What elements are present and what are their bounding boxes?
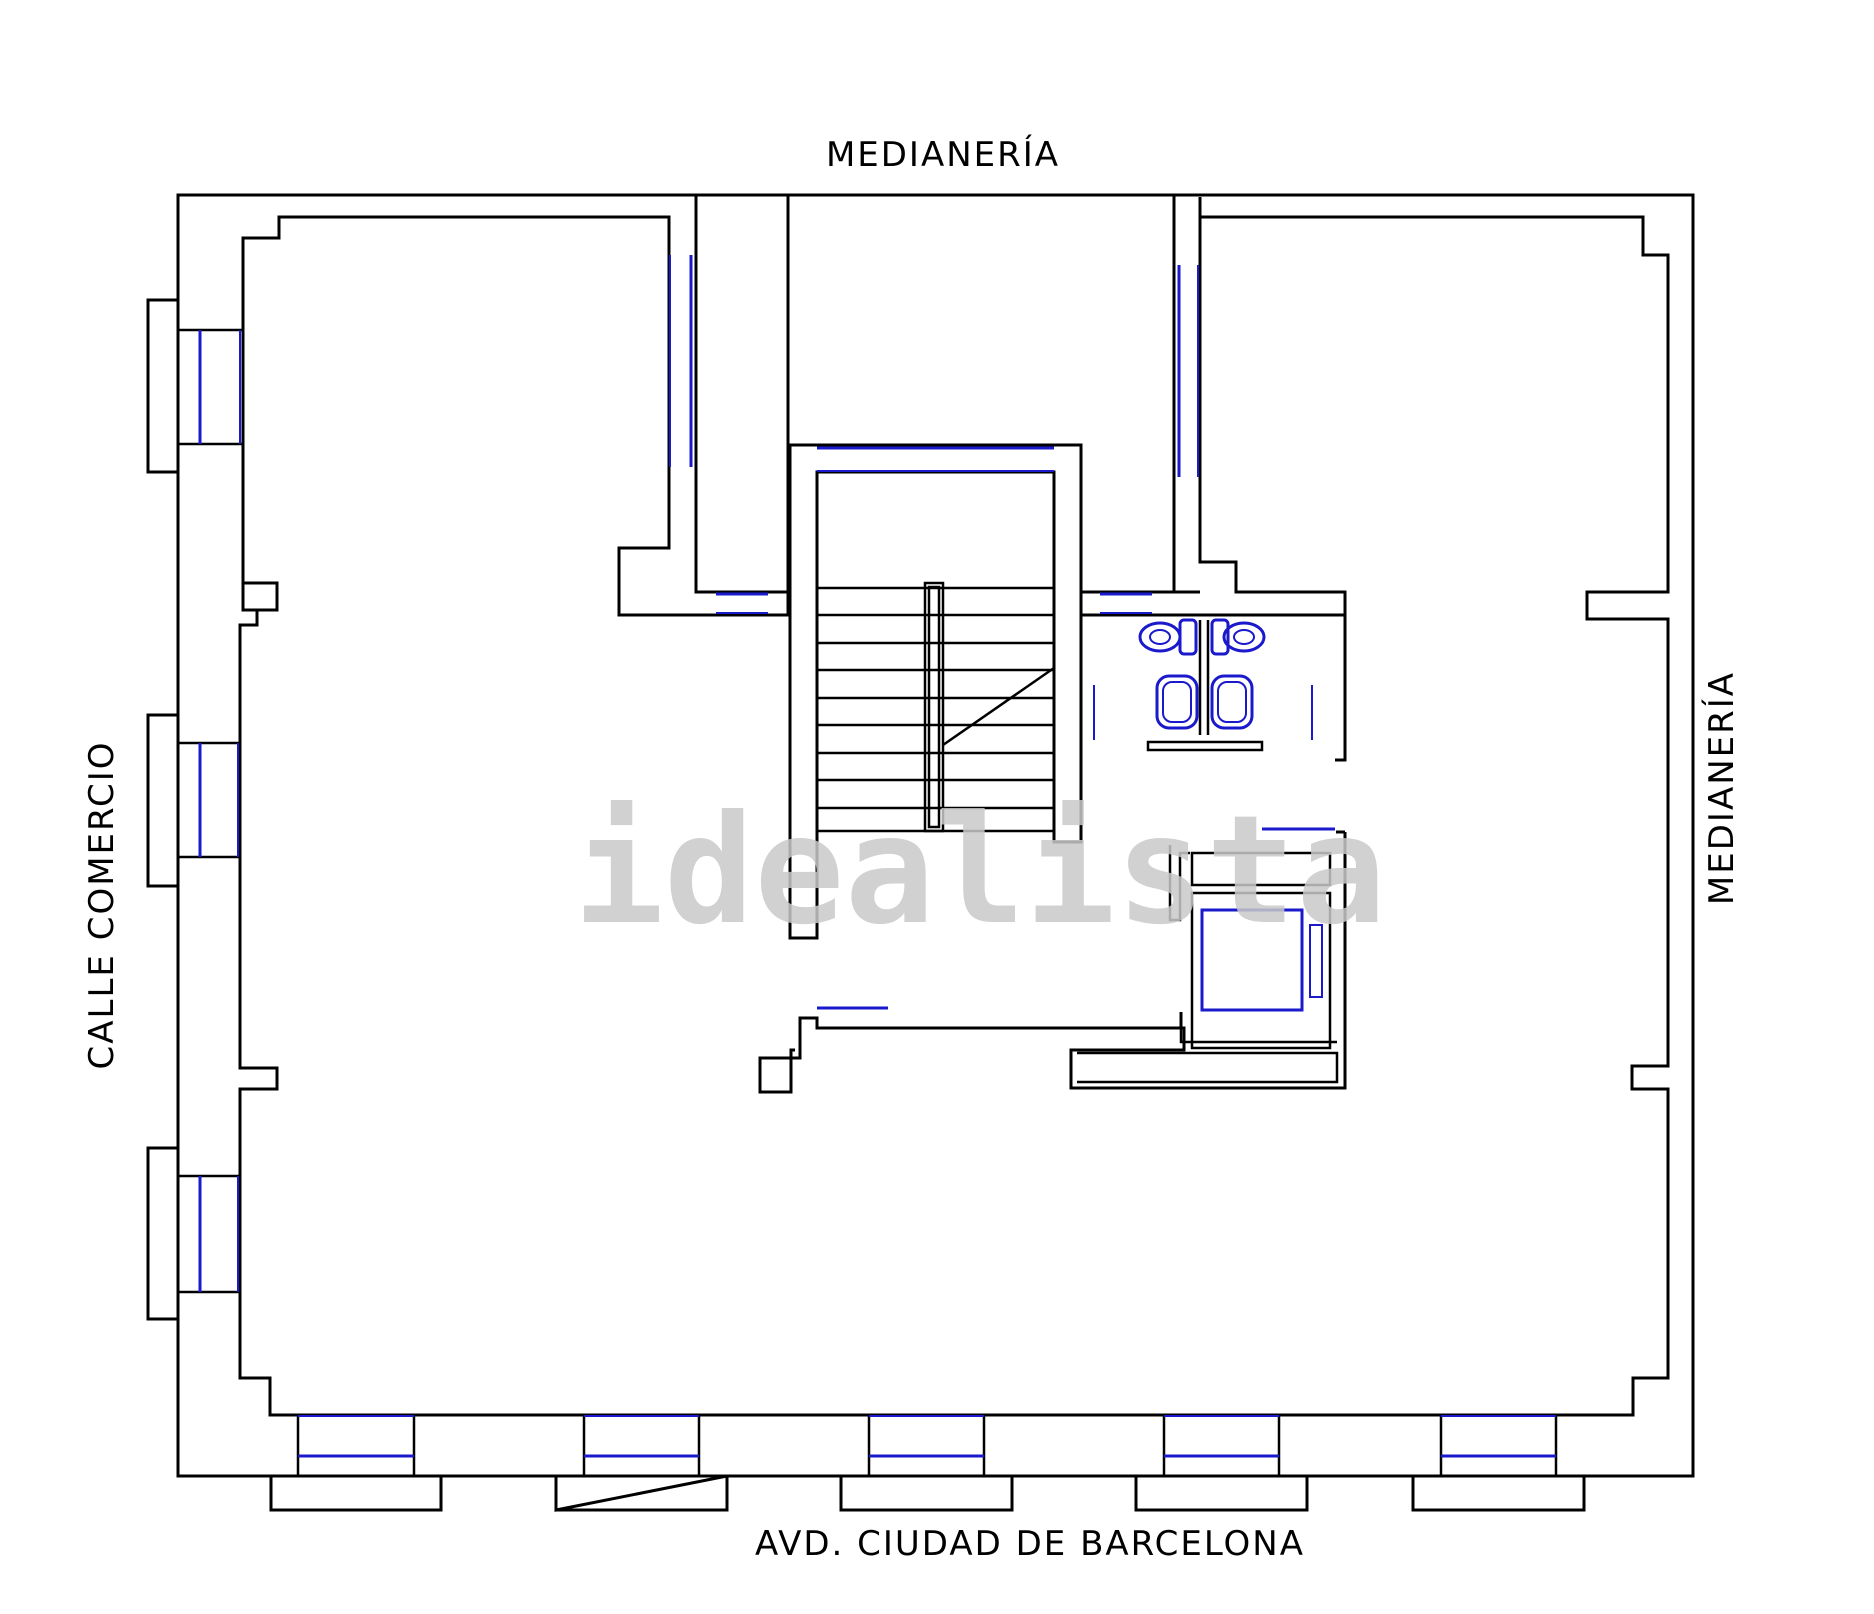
watermark-logo: idealista (574, 784, 1387, 958)
label-left-calle-comercio: CALLE COMERCIO (82, 741, 122, 1070)
bathroom-fixtures (1138, 618, 1266, 730)
elevator-cabin (1200, 908, 1304, 1012)
label-top-medianeria: MEDIANERÍA (826, 134, 1060, 175)
stair-treads (817, 581, 1055, 833)
sink-icon (1155, 674, 1199, 730)
sink-icon (1210, 674, 1254, 730)
label-right-medianeria: MEDIANERÍA (1701, 671, 1742, 905)
windows (198, 255, 1556, 1458)
interior-walls (178, 195, 1670, 1476)
toilet-icon (1210, 618, 1266, 656)
exterior-walls (146, 193, 1695, 1512)
toilet-icon (1138, 618, 1198, 656)
label-bottom-avenida: AVD. CIUDAD DE BARCELONA (755, 1524, 1305, 1564)
